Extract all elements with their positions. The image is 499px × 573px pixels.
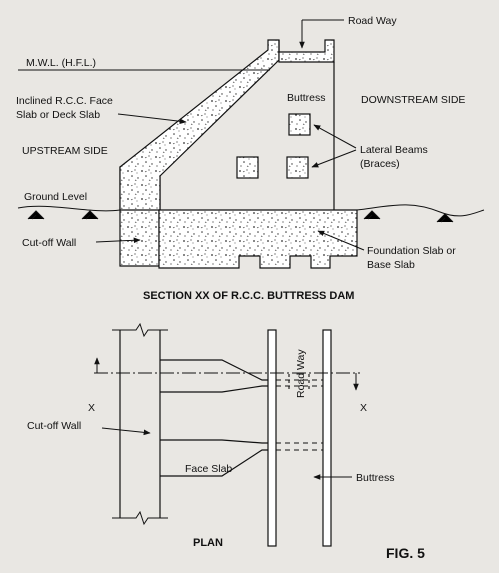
lateral-leader [313, 124, 357, 149]
lateral-beam [288, 113, 311, 136]
plan-cutoff-leader [101, 427, 151, 436]
lateral-beam [286, 156, 309, 179]
break-line-top [112, 322, 168, 338]
roadway-deck [278, 39, 335, 63]
lateral-beams-label-2: (Braces) [360, 158, 400, 170]
ground-line-right [356, 204, 485, 217]
face-slab-label-1: Inclined R.C.C. Face [16, 95, 113, 107]
upstream-label: UPSTREAM SIDE [22, 145, 108, 157]
face-slab-label-2: Slab or Deck Slab [16, 109, 100, 121]
lateral-beam [236, 156, 259, 179]
foundation-label-1: Foundation Slab or [367, 245, 456, 257]
face-slab-lower [160, 439, 268, 444]
foundation-leader [317, 230, 365, 251]
face-slab-lower-edge [160, 449, 268, 477]
ground-hatch-left [27, 210, 99, 220]
face-slab-upper [160, 359, 268, 381]
ground-level-label: Ground Level [24, 191, 87, 203]
plan-view: X X Cut-off Wall Road Way Face Slab Butt… [27, 322, 395, 549]
foundation-slab [158, 209, 358, 269]
lateral-leader [311, 149, 357, 168]
plan-roadway [267, 329, 277, 547]
section-caption: SECTION XX OF R.C.C. BUTTRESS DAM [143, 290, 354, 302]
cutoff-wall-label: Cut-off Wall [22, 237, 76, 249]
road-way-label: Road Way [348, 15, 397, 27]
cutoff-leader [95, 237, 141, 244]
foundation-label-2: Base Slab [367, 259, 415, 271]
face-slab-leader [117, 113, 187, 125]
plan-buttress-dashes [276, 374, 323, 451]
face-slab [119, 39, 280, 211]
lateral-beams-label-1: Lateral Beams [360, 144, 428, 156]
section-mark-left: X [88, 402, 95, 414]
buttress-label: Buttress [287, 92, 326, 104]
face-slab-upper-lower-edge [160, 385, 268, 393]
plan-caption: PLAN [193, 537, 223, 549]
break-line-bottom [112, 510, 168, 526]
plan-cutoff-wall-label: Cut-off Wall [27, 420, 81, 432]
ground-hatch-right [363, 210, 454, 223]
plan-road-way-label: Road Way [295, 349, 307, 398]
section-xx: M.W.L. (H.F.L.) Road Way Buttress DOWNST… [16, 15, 485, 302]
mwl-label: M.W.L. (H.F.L.) [26, 57, 96, 69]
section-mark-right: X [360, 402, 367, 414]
downstream-label: DOWNSTREAM SIDE [361, 94, 465, 106]
figure-label: FIG. 5 [386, 545, 425, 561]
ground-line-left [17, 205, 121, 212]
plan-roadway-right [322, 329, 332, 547]
plan-buttress-label: Buttress [356, 472, 395, 484]
plan-face-slab-label: Face Slab [185, 463, 232, 475]
